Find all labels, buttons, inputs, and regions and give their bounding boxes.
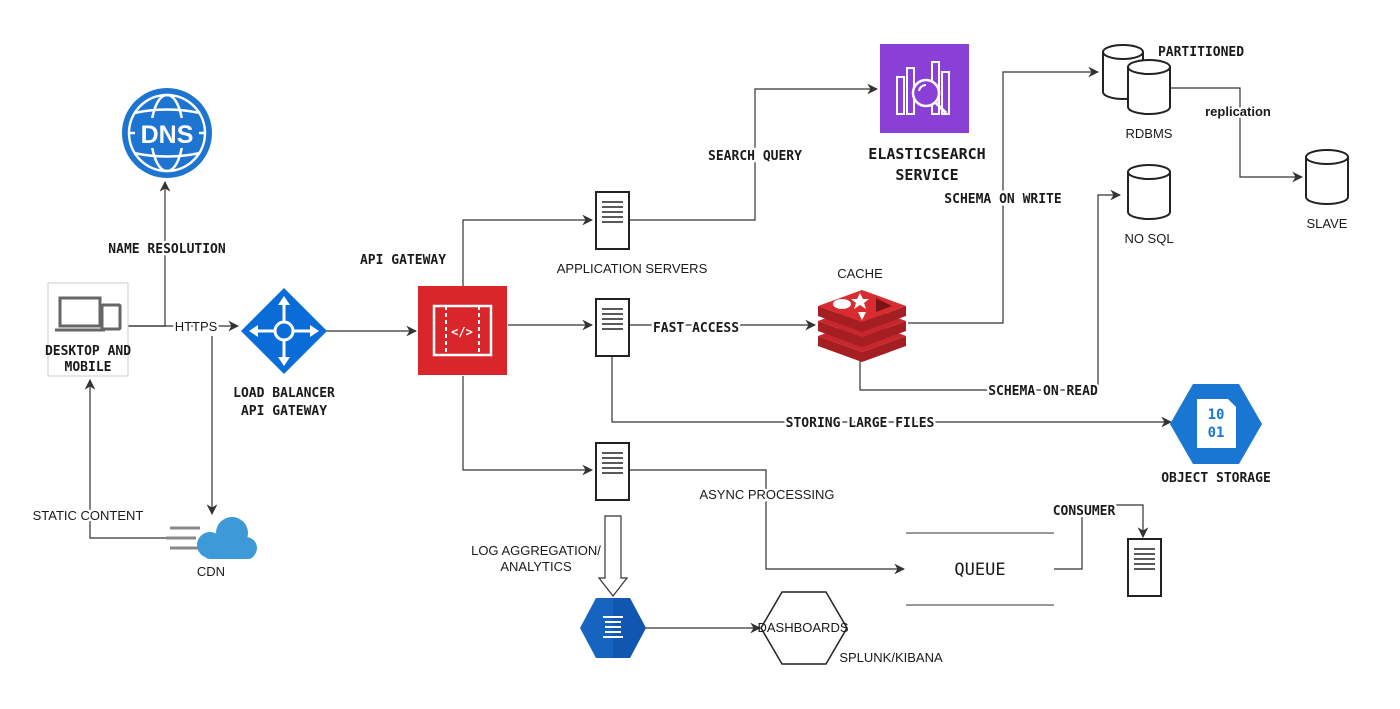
- database-cylinder-icon: [1305, 149, 1349, 205]
- database-cylinder-icon: [1127, 164, 1171, 220]
- cdn-cloud-icon: [166, 517, 257, 559]
- server-icon: [595, 442, 630, 501]
- label-object-storage: OBJECT STORAGE: [1161, 471, 1271, 486]
- label-log-aggregation-line2: ANALYTICS: [500, 559, 572, 574]
- edge-schema-on-read: [859, 189, 1122, 391]
- object-storage-icon: 10 01: [1170, 384, 1262, 464]
- dashboards-hexagon-icon: [760, 591, 848, 665]
- label-static-content: STATIC CONTENT: [33, 508, 144, 523]
- edge-replication: [1170, 87, 1304, 183]
- label-splunk-kibana: SPLUNK/KIBANA: [839, 650, 943, 665]
- server-icon: [595, 191, 630, 250]
- object-storage-bits-line2: 01: [1208, 425, 1225, 441]
- label-https: HTTPS: [175, 319, 218, 334]
- label-schema-on-write: SCHEMA ON WRITE: [944, 192, 1061, 207]
- desktop-mobile-icon: [47, 282, 129, 377]
- label-api-gateway: API GATEWAY: [360, 253, 446, 268]
- label-dashboards: DASHBOARDS: [757, 620, 848, 635]
- label-elasticsearch-line1: ELASTICSEARCH: [868, 145, 985, 163]
- label-no-sql: NO SQL: [1124, 231, 1173, 246]
- label-desktop-line1: DESKTOP AND: [45, 344, 131, 359]
- elasticsearch-icon: [880, 44, 969, 133]
- label-slave: SLAVE: [1307, 216, 1348, 231]
- edge-async-processing: [630, 469, 906, 575]
- object-storage-bits-line1: 10: [1208, 407, 1225, 423]
- label-partitioned: PARTITIONED: [1158, 45, 1244, 60]
- label-fast-access: FAST ACCESS: [653, 321, 739, 336]
- label-cache: CACHE: [837, 266, 883, 281]
- label-storing-large-files: STORING LARGE FILES: [786, 416, 935, 431]
- edge-static-content: [84, 378, 178, 539]
- label-elasticsearch-line2: SERVICE: [895, 166, 958, 184]
- edge-schema-on-write: [908, 66, 1100, 324]
- server-icon: [1127, 538, 1162, 597]
- label-desktop-line2: MOBILE: [65, 360, 112, 375]
- label-cdn: CDN: [197, 564, 225, 579]
- label-replication: replication: [1205, 104, 1271, 119]
- label-schema-on-read: SCHEMA ON READ: [988, 384, 1098, 399]
- load-balancer-icon: [241, 288, 327, 374]
- log-aggregation-icon: [580, 598, 646, 658]
- label-name-resolution: NAME RESOLUTION: [108, 242, 226, 257]
- dns-globe-icon: DNS: [122, 88, 212, 178]
- edge-consumer: [1054, 504, 1149, 570]
- label-load-balancer-line2: API GATEWAY: [241, 404, 327, 419]
- hollow-arrow-log-aggregation: [597, 515, 629, 597]
- api-gateway-code-text: </>: [451, 325, 473, 339]
- redis-cache-icon: [818, 290, 906, 362]
- label-rdbms: RDBMS: [1126, 126, 1173, 141]
- label-consumer: CONSUMER: [1053, 504, 1116, 519]
- label-load-balancer-line1: LOAD BALANCER: [233, 386, 335, 401]
- label-log-aggregation-line1: LOG AGGREGATION/: [471, 543, 601, 558]
- dns-icon-text: DNS: [141, 121, 194, 149]
- edge-storing-large-files: [611, 357, 1173, 428]
- label-application-servers: APPLICATION SERVERS: [557, 261, 708, 276]
- api-gateway-icon: </>: [418, 286, 507, 375]
- connection-lines: [84, 66, 1304, 634]
- label-queue: QUEUE: [954, 560, 1005, 580]
- label-async-processing: ASYNC PROCESSING: [699, 487, 834, 502]
- server-icon: [595, 298, 630, 357]
- queue-box: [906, 532, 1054, 606]
- edge-gateway-to-app-server-bottom: [462, 376, 594, 476]
- database-cylinder-icon: [1127, 59, 1171, 115]
- edge-gateway-to-app-server-top: [462, 214, 594, 286]
- edge-search-query: [630, 83, 879, 221]
- label-search-query: SEARCH QUERY: [708, 149, 802, 164]
